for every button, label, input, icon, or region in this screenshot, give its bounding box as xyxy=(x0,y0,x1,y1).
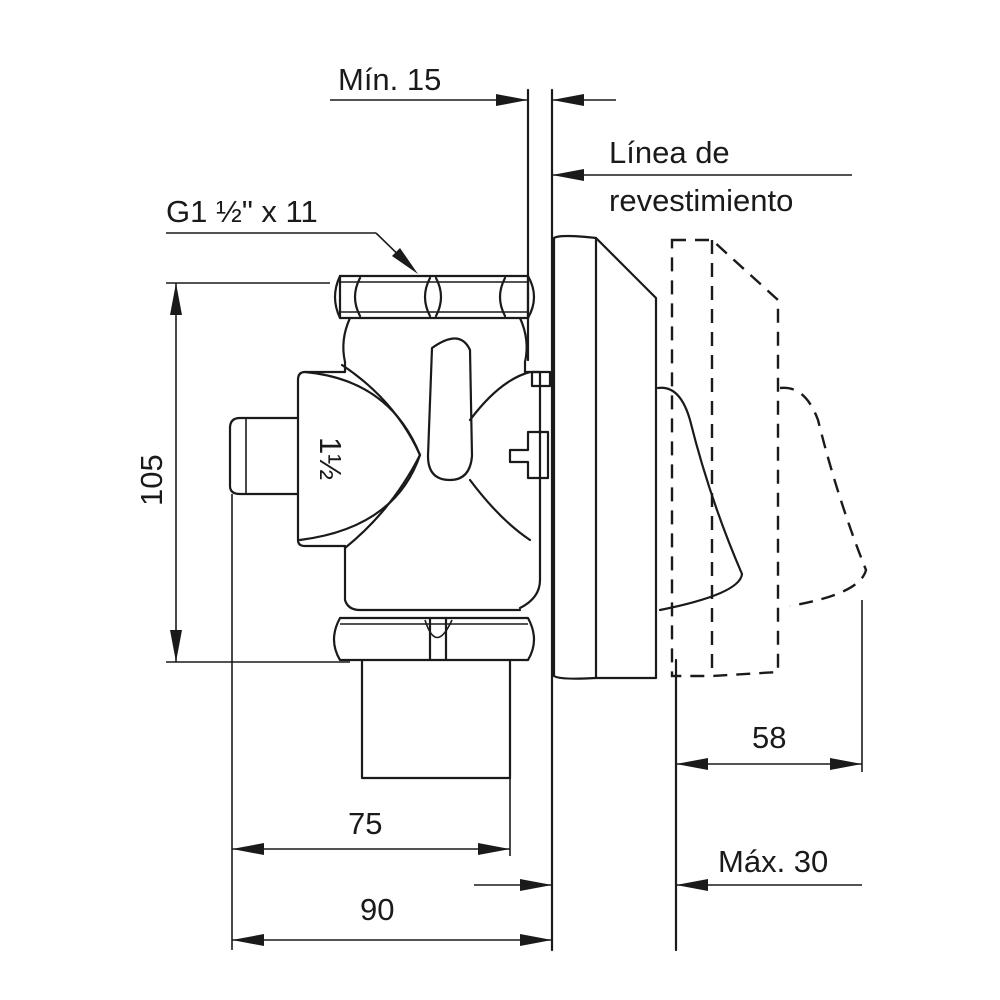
thread-callout: G1 ½" x 11 xyxy=(166,194,418,274)
dim-105: 105 xyxy=(134,282,350,663)
valve-body xyxy=(228,274,552,780)
wall-line-label-2: revestimiento xyxy=(609,183,793,218)
actuator-lever xyxy=(656,386,744,612)
wall-line-label-1: Línea de xyxy=(609,135,730,170)
dim-min-15: Mín. 15 xyxy=(330,62,616,106)
width-90-label: 90 xyxy=(360,892,394,927)
dim-75: 75 xyxy=(231,494,511,950)
max-30-label: Máx. 30 xyxy=(718,844,828,879)
height-105-label: 105 xyxy=(134,454,169,506)
depth-58-label: 58 xyxy=(752,720,786,755)
min-15-label: Mín. 15 xyxy=(338,62,441,97)
thread-label: G1 ½" x 11 xyxy=(166,194,318,229)
width-75-label: 75 xyxy=(348,806,382,841)
wall-lines xyxy=(526,88,678,952)
flush-plate xyxy=(552,234,658,680)
dim-58: 58 xyxy=(676,600,863,772)
dim-max-30: Máx. 30 xyxy=(676,844,862,891)
dim-90: 90 xyxy=(232,879,552,946)
wall-line-callout: Línea de revestimiento xyxy=(552,135,852,218)
body-size-label: 1½ xyxy=(313,437,348,480)
button-extended-dashed xyxy=(670,238,868,678)
